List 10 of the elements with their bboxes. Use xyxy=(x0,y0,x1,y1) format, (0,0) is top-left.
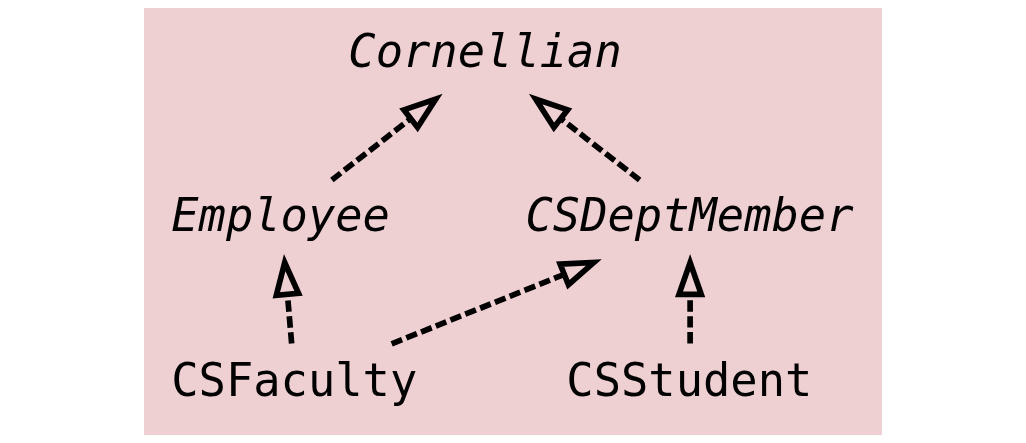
arrow xyxy=(330,93,443,183)
arrow xyxy=(272,254,303,344)
node-text: CSStudent xyxy=(566,354,813,408)
node-text: Cornellian xyxy=(348,25,622,79)
arrow xyxy=(390,259,602,347)
node-text: CSFaculty xyxy=(171,354,418,408)
node-text: Employee xyxy=(171,188,390,242)
arrow xyxy=(675,254,706,344)
node-text: CSDeptMember xyxy=(525,188,854,242)
arrow xyxy=(528,93,642,183)
